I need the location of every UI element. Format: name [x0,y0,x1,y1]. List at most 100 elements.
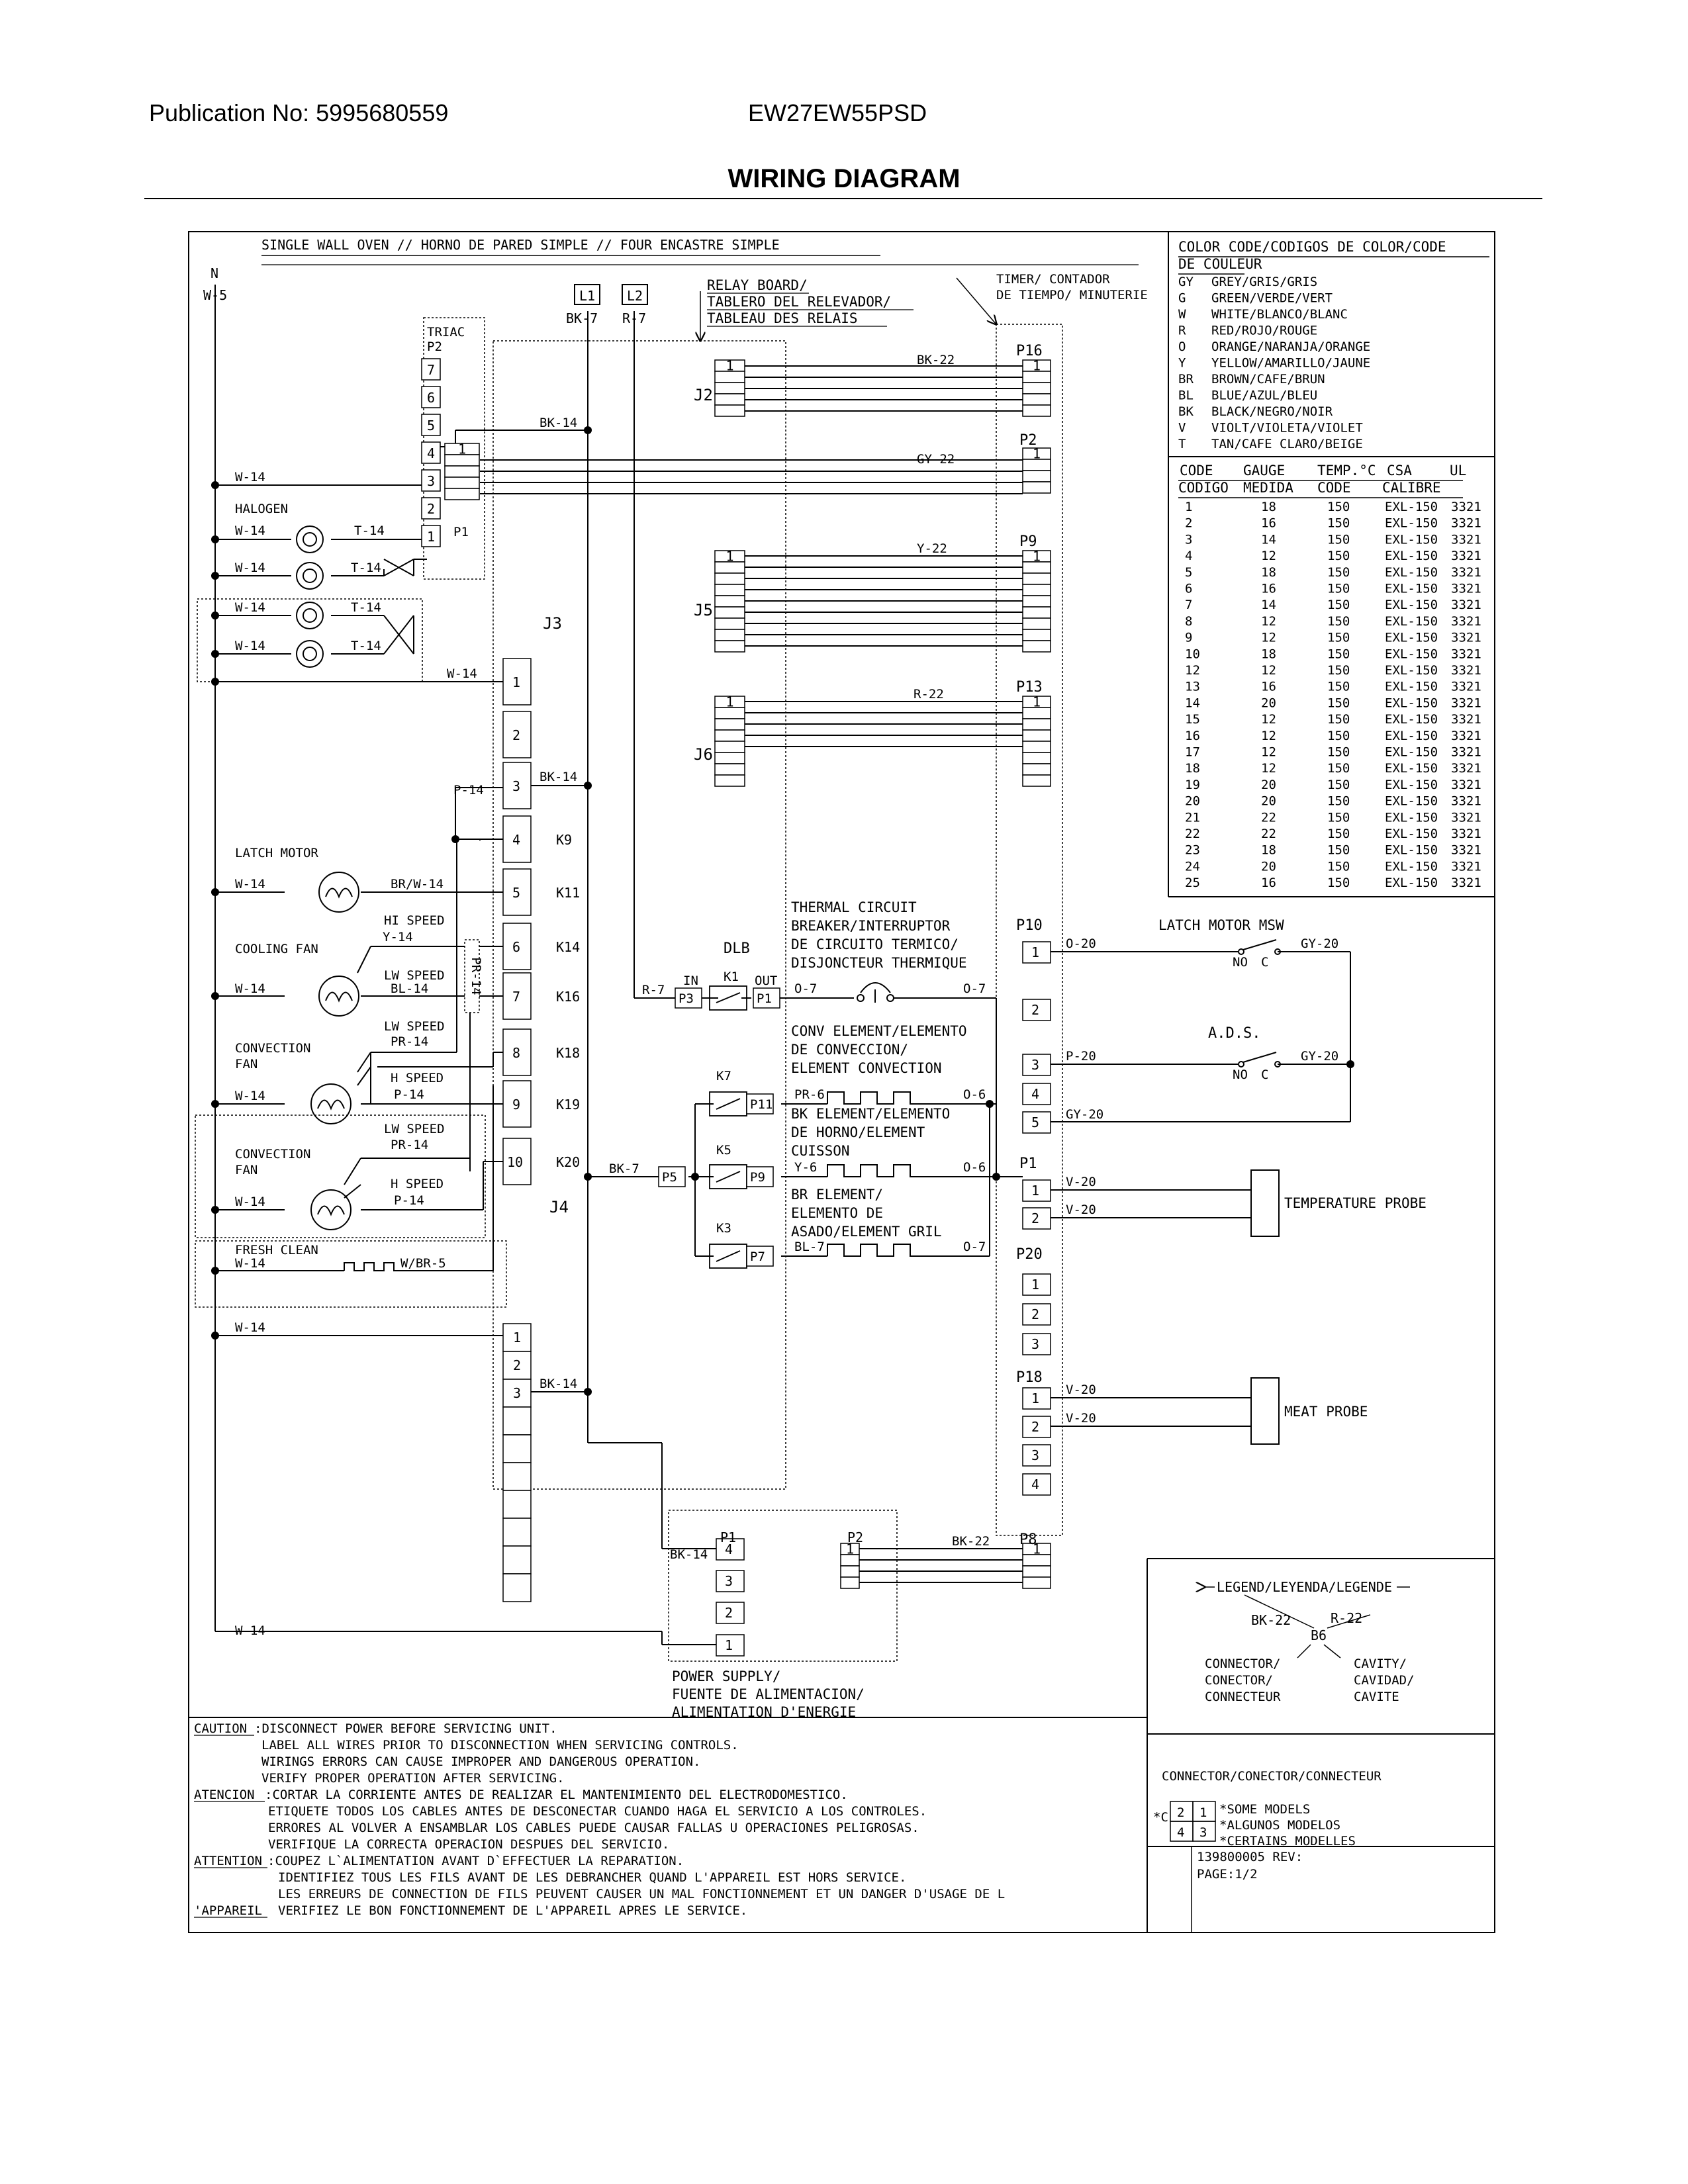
j2-pin [714,382,745,394]
p18-pin [1022,1444,1051,1467]
gauge-cell: 150 [1327,729,1350,743]
fresh-w14: W-14 [235,1256,265,1271]
j3-pin [502,815,532,863]
gauge-cell: 22 [1261,827,1276,841]
gauge-cell: 24 [1185,859,1200,874]
gauge-cell: 12 [1261,729,1276,743]
dlb-label: DLB [724,940,750,957]
gauge-cell: 3321 [1451,516,1481,531]
gauge-head2-calibre: CALIBRE [1382,480,1441,496]
gauge-cell: 3321 [1451,549,1481,563]
p16-label: P16 [1016,343,1043,359]
gauge-cell: 3321 [1451,810,1481,825]
gauge-cell: 18 [1261,565,1276,580]
ads-no: NO [1233,1068,1248,1082]
triac-pin-number: 7 [427,362,435,378]
triac-p1-label: P1 [453,525,469,539]
gauge-cell: 3321 [1451,827,1481,841]
color-code-abbr: R [1178,324,1186,338]
triac-p1-pin [444,477,480,489]
cool-bl14: BL-14 [391,981,428,996]
color-code-name: ORANGE/NARANJA/ORANGE [1211,340,1370,354]
ps-p1-pin-number: 3 [725,1573,733,1589]
gauge-cell: EXL-150 [1385,745,1438,760]
gauge-cell: 150 [1327,582,1350,596]
ps-p1-pin [716,1634,745,1657]
diagram-frame [188,231,1495,1933]
p10-pin-number: 1 [1031,944,1039,960]
p9-pin [1022,584,1051,596]
p8-pin [1022,1554,1051,1567]
gauge-cell: 20 [1261,859,1276,874]
caution-line-3: WIRINGS ERRORS CAN CAUSE IMPROPER AND DA… [261,1754,700,1769]
j4-pin [502,1490,532,1519]
gauge-cell: 16 [1261,582,1276,596]
w5-label: W-5 [203,287,227,303]
gauge-cell: 150 [1327,598,1350,612]
j3-w14: W-14 [447,666,477,681]
halogen-lamps [296,525,324,668]
gauge-cell: 150 [1327,516,1350,531]
p13-pin [1022,741,1051,753]
bk-element-1: BK ELEMENT/ELEMENTO [791,1106,950,1122]
gauge-cell: 12 [1261,549,1276,563]
j4-pin [502,1379,532,1408]
gauge-cell: 25 [1185,876,1200,890]
p18-pin [1022,1387,1051,1410]
p10-pin-number: 4 [1031,1086,1039,1102]
gauge-cell: 150 [1327,631,1350,645]
p8-pin-number: 1 [1033,1541,1041,1557]
gauge-head-temp: TEMP.°C [1317,463,1376,478]
j3-pin-number: 2 [512,727,520,743]
thermal-4: DISJONCTEUR THERMIQUE [791,955,967,971]
legend-connector-1: CONNECTOR/ [1205,1657,1280,1671]
p8-pin [1022,1565,1051,1578]
triac-p2-label: P2 [427,340,442,354]
cool-lw-speed: LW SPEED [384,968,445,983]
gauge-cell: 15 [1185,712,1200,727]
page-header: Publication No: 5995680559 EW27EW55PSD W… [144,99,1542,199]
gauge-cell: 3321 [1451,647,1481,661]
mp-v20-1: V-20 [1066,1383,1096,1397]
gauge-cell: 18 [1185,761,1200,776]
conv1-pr14: PR-14 [391,1034,428,1049]
neutral-label: N [211,265,218,281]
p13-pin [1022,752,1051,764]
p16-pin [1022,371,1051,383]
p9-pin [1022,640,1051,653]
latch-msw-label: LATCH MOTOR MSW [1158,917,1284,933]
j2-pin-number: 1 [726,358,734,374]
conv2-label-1: CONVECTION [235,1147,310,1161]
wiring-lines [195,285,1351,1662]
j3-bk14: BK-14 [539,770,577,784]
p2-pin [1022,470,1051,482]
j4-pin [502,1434,532,1463]
j6-pin [714,763,745,776]
hal2-t14: T-14 [351,561,381,575]
triac-pin [421,469,441,492]
j5-pin [714,584,745,596]
legend-cavity-2: CAVIDAD/ [1354,1673,1415,1688]
gauge-head-ul: UL [1450,463,1466,478]
relay-k-label: K18 [556,1045,580,1061]
p20-pin [1022,1273,1051,1296]
pr14-vertical: PR-14 [464,939,483,1013]
p13-pin [1022,718,1051,731]
j5-pin [714,572,745,585]
gauge-cell: 3321 [1451,680,1481,694]
gauge-cell: 3321 [1451,843,1481,858]
gauge-cell: 3321 [1451,696,1481,710]
p10-pin [1022,999,1051,1021]
ps-p1-label: P1 [720,1529,736,1545]
doc-revision: 139800005 REV: [1197,1850,1303,1864]
j3-pin-number: 9 [512,1097,520,1113]
conv1-p14: P-14 [394,1087,424,1102]
gauge-cell: EXL-150 [1385,582,1438,596]
j4-pin [502,1351,532,1380]
p20-pin-number: 3 [1031,1336,1039,1352]
br-o7: O-7 [963,1240,986,1254]
triac-w14: W-14 [235,470,265,484]
bk-element-3: CUISSON [791,1143,850,1159]
triac-pin-number: 2 [427,501,435,517]
